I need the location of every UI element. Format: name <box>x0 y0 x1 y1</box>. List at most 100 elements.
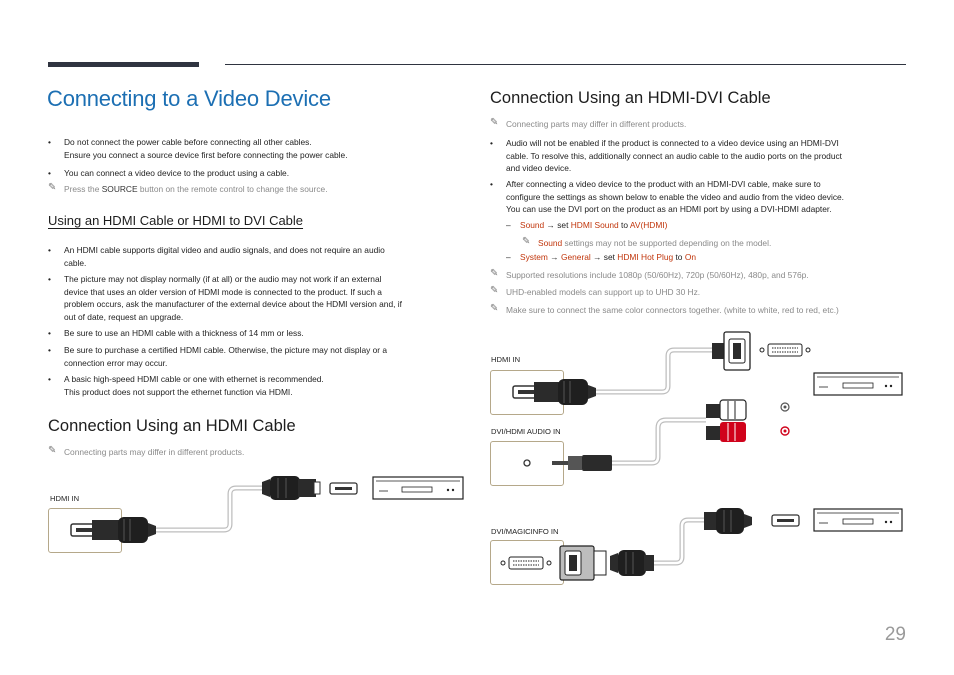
list-item: After connecting a video device to the p… <box>490 178 911 216</box>
menu-system: System <box>519 252 548 262</box>
video-device-icon <box>813 372 903 396</box>
menu-general: General <box>560 252 591 262</box>
step-word: set <box>603 252 615 262</box>
audio-plug-icon <box>552 455 612 471</box>
hdmi-plug-icon <box>704 508 752 534</box>
bullet-text: and video device. <box>506 163 572 174</box>
page-title: Connecting to a Video Device <box>47 86 331 111</box>
pencil-icon: ✎ <box>490 303 499 314</box>
list-item: The picture may not display normally (if… <box>48 273 464 323</box>
dash: – <box>506 220 511 230</box>
bullet-text: Audio will not be enabled if the product… <box>506 138 839 148</box>
video-device-icon <box>372 476 464 500</box>
hdmi-plug-icon <box>262 476 321 500</box>
menu-hdmi-sound: HDMI Sound <box>570 220 619 230</box>
note-uhd: ✎ UHD-enabled models can support up to UH… <box>490 285 701 299</box>
header-bar-thick <box>48 62 199 67</box>
header-rule <box>225 64 906 65</box>
audio-in-port-panel <box>490 441 564 486</box>
section-title-hdmi: Connection Using an HDMI Cable <box>48 417 296 435</box>
cable-lines <box>596 347 712 566</box>
pencil-icon: ✎ <box>48 445 57 456</box>
bullet-text: out of date, request an upgrade. <box>64 311 184 322</box>
pencil-icon: ✎ <box>490 117 499 128</box>
dvi-plug-icon <box>712 331 751 371</box>
bullet-text: Do not connect the power cable before co… <box>64 137 312 147</box>
bullet-text: This product does not support the ethern… <box>64 386 293 397</box>
pencil-icon: ✎ <box>522 236 531 247</box>
dvi-adapter-icon <box>559 545 607 581</box>
value-on: On <box>684 252 696 262</box>
bullet-text: You can connect a video device to the pr… <box>64 168 290 178</box>
list-item: You can connect a video device to the pr… <box>48 167 464 180</box>
note-connectors: ✎ Make sure to connect the same color con… <box>490 303 839 317</box>
bullet-text: A basic high-speed HDMI cable or one wit… <box>64 374 324 384</box>
arrow: → <box>550 252 559 262</box>
menu-sound: Sound <box>538 238 563 248</box>
bullet-text: An HDMI cable supports digital video and… <box>64 245 385 255</box>
section-title-hdmi-dvi: Connection Using an HDMI-DVI Cable <box>490 89 771 107</box>
dvi-socket-icon <box>500 556 552 570</box>
arrow: → <box>593 252 602 262</box>
bullet-text: You can use the DVI port on the product … <box>506 204 832 215</box>
hdmi-plug-icon <box>534 379 596 405</box>
source-key: SOURCE <box>101 184 138 194</box>
bullet-text: Be sure to purchase a certified HDMI cab… <box>64 345 388 355</box>
note-sound: ✎ Sound settings may not be supported dep… <box>522 236 772 250</box>
hdmi-socket-icon <box>771 514 800 527</box>
bullet-text: cable. To resolve this, additionally con… <box>506 150 842 161</box>
note-text: Supported resolutions include 1080p (50/… <box>506 270 809 280</box>
port-label-audio-in: DVI/HDMI AUDIO IN <box>491 427 561 436</box>
settings-step-system: – System → General → set HDMI Hot Plug t… <box>506 251 696 264</box>
settings-step-sound: – Sound → set HDMI Sound to AV(HDMI) <box>506 219 667 232</box>
step-word: to <box>675 252 683 262</box>
list-item: Be sure to use an HDMI cable with a thic… <box>48 327 464 340</box>
pencil-icon: ✎ <box>490 285 499 296</box>
port-label-hdmi-in: HDMI IN <box>491 355 521 364</box>
note-text: Make sure to connect the same color conn… <box>506 305 839 315</box>
menu-sound: Sound <box>519 220 545 230</box>
note-text: button on the remote control to change t… <box>137 184 328 194</box>
note-text: Connecting parts may differ in different… <box>506 119 687 129</box>
rca-white-jack-icon <box>780 402 790 412</box>
note-resolutions: ✎ Supported resolutions include 1080p (50… <box>490 268 809 282</box>
page-number: 29 <box>884 624 906 645</box>
rca-red-jack-icon <box>780 426 790 436</box>
bullet-text: connection error may occur. <box>64 357 168 368</box>
rca-white-plug-icon <box>706 399 747 421</box>
list-item: An HDMI cable supports digital video and… <box>48 244 464 269</box>
subheading-hdmi-dvi: Using an HDMI Cable or HDMI to DVI Cable <box>48 213 304 228</box>
port-label-hdmi-in: HDMI IN <box>50 494 80 503</box>
list-item: Be sure to purchase a certified HDMI cab… <box>48 344 464 369</box>
bullet-text: problem occurs, ask the manufacturer of … <box>64 299 402 310</box>
bullet-text: configure the settings as shown below to… <box>506 191 845 202</box>
hdmi-plug-icon <box>92 517 156 543</box>
arrow: → <box>546 220 555 230</box>
dvi-socket-icon <box>759 343 811 357</box>
bullet-text: Ensure you connect a source device first… <box>64 149 348 160</box>
note-text: settings may not be supported depending … <box>562 238 772 248</box>
bullet-text: device that uses an older version of HDM… <box>64 286 382 297</box>
pencil-icon: ✎ <box>490 268 499 279</box>
rca-red-plug-icon <box>706 422 746 442</box>
port-label-dvi-in: DVI/MAGICINFO IN <box>491 527 559 536</box>
note-source: ✎Press the SOURCE button on the remote c… <box>48 182 328 196</box>
audio-jack-icon <box>523 459 531 467</box>
dash: – <box>506 252 511 262</box>
list-item: Audio will not be enabled if the product… <box>490 137 911 175</box>
menu-hdmi-hot-plug: HDMI Hot Plug <box>617 252 674 262</box>
note-text: UHD-enabled models can support up to UHD… <box>506 287 701 297</box>
value-av-hdmi: AV(HDMI) <box>629 220 668 230</box>
bullet-text: After connecting a video device to the p… <box>506 179 821 189</box>
note-parts: ✎ Connecting parts may differ in differen… <box>490 117 687 131</box>
hdmi-plug-icon <box>610 550 654 576</box>
list-item: Do not connect the power cable before co… <box>48 136 464 161</box>
hdmi-socket-icon <box>329 482 358 495</box>
step-word: set <box>557 220 569 230</box>
bullet-text: cable. <box>64 257 87 268</box>
note-parts: ✎Connecting parts may differ in differen… <box>48 445 244 459</box>
list-item: A basic high-speed HDMI cable or one wit… <box>48 373 464 398</box>
step-word: to <box>621 220 629 230</box>
